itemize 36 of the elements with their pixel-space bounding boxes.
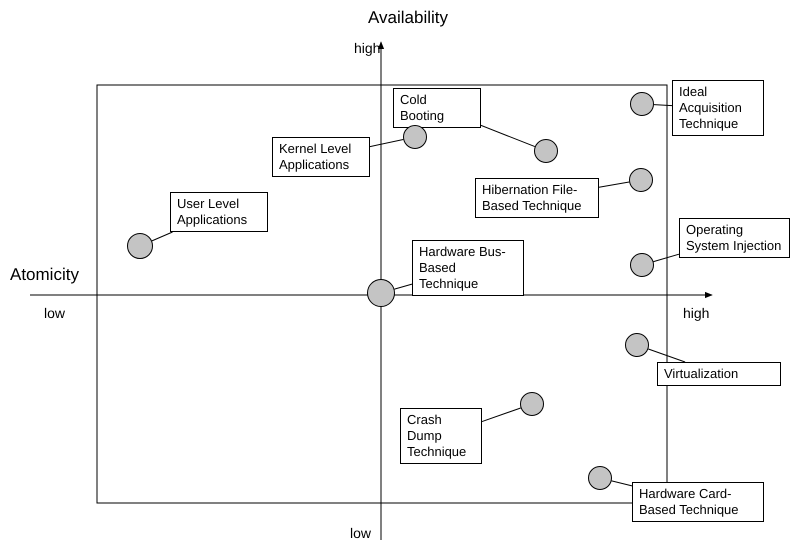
callout-label: Ideal Acquisition Technique — [672, 80, 764, 136]
axis-tick-label: high — [354, 40, 380, 56]
marker-circle — [127, 233, 153, 259]
callout-label: Cold Booting — [393, 88, 481, 128]
leader-line — [611, 480, 632, 486]
leader-line — [598, 182, 630, 188]
axis-tick-label: low — [350, 525, 372, 541]
callout-label: Virtualization — [657, 362, 781, 386]
leader-line — [648, 348, 686, 362]
marker-circle — [367, 279, 395, 307]
leader-line — [151, 232, 174, 242]
axis-title: Atomicity — [10, 265, 79, 285]
axis-tick-label: low — [44, 305, 66, 321]
marker-circle — [403, 125, 427, 149]
leader-line — [482, 407, 522, 422]
callout-label: Kernel Level Applications — [272, 137, 370, 177]
leader-line — [370, 139, 404, 148]
marker-circle — [630, 92, 654, 116]
axis-title: Availability — [368, 8, 448, 28]
marker-circle — [629, 168, 653, 192]
callout-label: User Level Applications — [170, 192, 268, 232]
callout-label: Hardware Card-Based Technique — [632, 482, 764, 522]
leader-line — [653, 254, 680, 262]
marker-circle — [630, 253, 654, 277]
callout-label: Crash Dump Technique — [400, 408, 482, 464]
marker-circle — [625, 333, 649, 357]
callout-label: Hardware Bus-Based Technique — [412, 240, 524, 296]
callout-label: Operating System Injection — [679, 218, 790, 258]
marker-circle — [534, 139, 558, 163]
leader-line — [394, 284, 412, 290]
leader-line — [480, 124, 536, 148]
axis-tick-label: high — [683, 305, 710, 321]
marker-circle — [520, 392, 544, 416]
leader-line — [653, 104, 672, 106]
callout-label: Hibernation File-Based Technique — [475, 178, 599, 218]
marker-circle — [588, 466, 612, 490]
